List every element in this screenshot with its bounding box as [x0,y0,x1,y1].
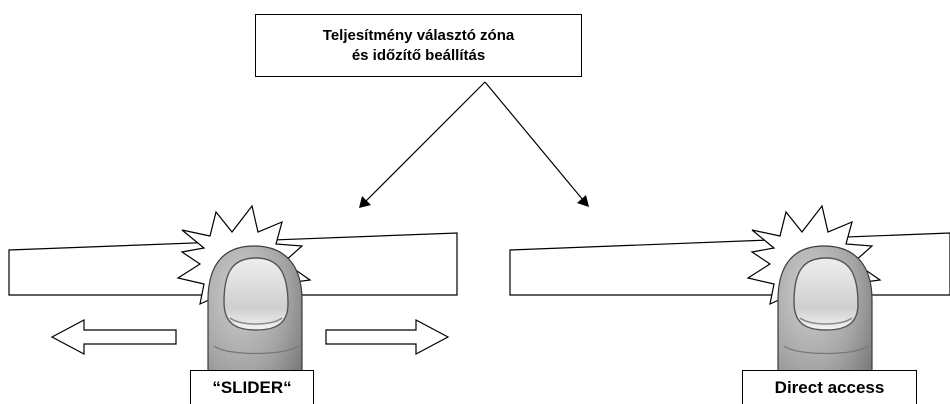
direct-access-caption: Direct access [742,370,917,404]
pointer-arrowhead-right [577,195,589,207]
zone-title-line-1: Teljesítmény választó zóna [322,26,515,44]
zone-title-box: Teljesítmény választó zóna és időzítő be… [255,14,582,77]
pointer-arrow-right [484,81,584,201]
direct-access-touch-strip [509,232,950,296]
arrow-right-icon [325,319,450,355]
zone-title-line-2: és időzítő beállítás [351,46,486,64]
finger-icon [777,245,873,404]
arrow-left-icon [50,319,177,355]
pointer-arrow-left [364,81,486,203]
finger-icon [207,245,303,404]
slider-caption: “SLIDER“ [190,370,314,404]
pointer-arrowhead-left [359,196,371,208]
